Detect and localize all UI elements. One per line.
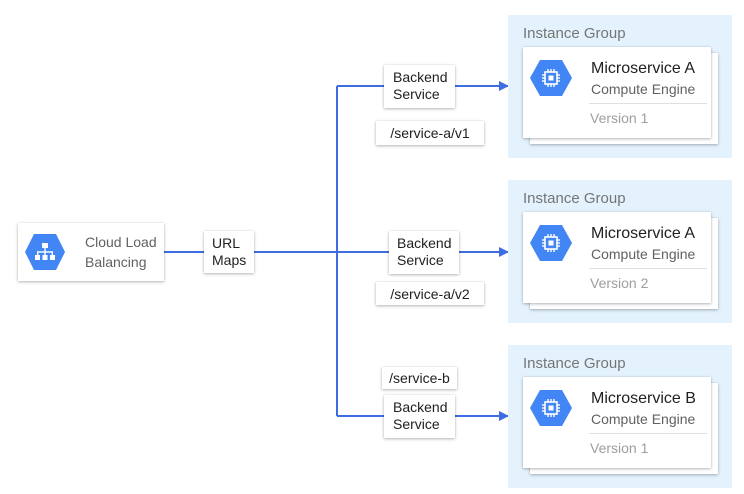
url-maps-box: URL Maps bbox=[204, 231, 254, 273]
cpu-chip-icon bbox=[530, 390, 572, 426]
backend-service-3-line1: Backend bbox=[393, 399, 448, 415]
lb-label-line1: Cloud Load bbox=[85, 234, 157, 250]
backend-service-2-line1: Backend bbox=[397, 235, 452, 251]
microservice-card-3: Microservice B Compute Engine Version 1 bbox=[523, 377, 711, 468]
route-path-1: /service-a/v1 bbox=[376, 121, 484, 145]
cloud-load-balancing-card: Cloud Load Balancing bbox=[18, 223, 164, 281]
microservice-3-divider bbox=[589, 433, 707, 434]
microservice-2-name: Microservice A bbox=[591, 225, 696, 242]
url-maps-line1: URL bbox=[212, 235, 241, 251]
instance-group-3-title: Instance Group bbox=[523, 355, 626, 372]
backend-service-3-line2: Service bbox=[393, 416, 440, 432]
network-hierarchy-icon bbox=[25, 234, 65, 270]
backend-service-1: Backend Service bbox=[384, 65, 455, 108]
microservice-1-name: Microservice A bbox=[591, 60, 696, 77]
microservice-card-2: Microservice A Compute Engine Version 2 bbox=[523, 212, 711, 303]
microservice-3-name: Microservice B bbox=[591, 390, 696, 407]
lb-label-line2: Balancing bbox=[85, 254, 147, 270]
microservice-1-engine: Compute Engine bbox=[591, 81, 696, 97]
backend-service-1-line1: Backend bbox=[393, 69, 448, 85]
microservice-3-engine: Compute Engine bbox=[591, 411, 696, 427]
backend-service-2: Backend Service bbox=[389, 231, 459, 274]
cpu-chip-icon bbox=[530, 60, 572, 96]
url-maps-line2: Maps bbox=[212, 252, 247, 268]
backend-service-3: Backend Service bbox=[384, 395, 455, 438]
instance-group-2-title: Instance Group bbox=[523, 190, 626, 207]
backend-service-2-line2: Service bbox=[397, 252, 444, 268]
instance-group-1-title: Instance Group bbox=[523, 25, 626, 42]
microservice-1-version: Version 1 bbox=[590, 110, 649, 126]
cpu-chip-icon bbox=[530, 225, 572, 261]
microservice-card-1: Microservice A Compute Engine Version 1 bbox=[523, 47, 711, 138]
microservice-2-engine: Compute Engine bbox=[591, 246, 696, 262]
microservice-3-version: Version 1 bbox=[590, 440, 649, 456]
route-path-3: /service-b bbox=[382, 367, 457, 389]
backend-service-1-line2: Service bbox=[393, 86, 440, 102]
microservice-1-divider bbox=[589, 103, 707, 104]
microservice-2-divider bbox=[589, 268, 707, 269]
route-path-2: /service-a/v2 bbox=[376, 282, 484, 305]
microservice-2-version: Version 2 bbox=[590, 275, 649, 291]
